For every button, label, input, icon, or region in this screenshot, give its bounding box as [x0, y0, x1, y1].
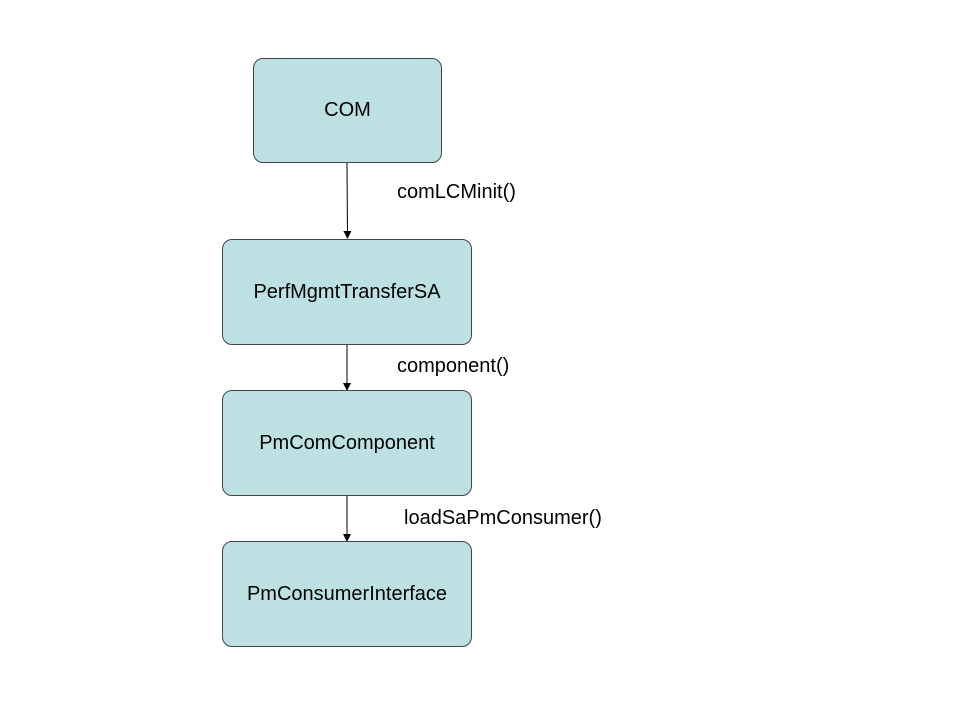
node-perf-mgmt-transfer-sa: PerfMgmtTransferSA [222, 239, 472, 345]
edge-label-load-sa-pm-consumer: loadSaPmConsumer() [404, 507, 602, 529]
node-com: COM [253, 58, 442, 163]
edge-label-com-lcm-init: comLCMinit() [397, 181, 516, 203]
node-pm-consumer-interface: PmConsumerInterface [222, 541, 472, 647]
arrow-com-to-perf [343, 162, 352, 239]
node-pm-com-component: PmComComponent [222, 390, 472, 496]
edge-label-component: component() [397, 355, 510, 377]
